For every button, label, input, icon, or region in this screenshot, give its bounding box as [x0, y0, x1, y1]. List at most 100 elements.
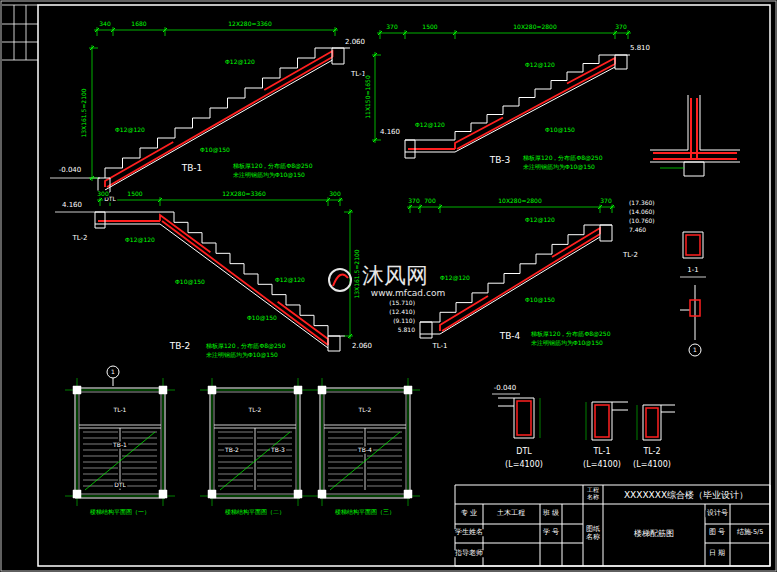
- well-line: [255, 428, 256, 490]
- dimension-tick: [453, 31, 457, 35]
- title-cell: 日 期: [708, 550, 726, 557]
- tread-line: [257, 438, 292, 439]
- dimension: 1500: [126, 191, 143, 198]
- level-mark: 4.160: [61, 201, 83, 209]
- dimension: 300: [328, 191, 341, 198]
- member-tag: TL-2: [248, 407, 263, 414]
- title-cell: 图纸名称: [585, 526, 601, 541]
- tread-line: [122, 432, 157, 433]
- stair-well: [320, 388, 410, 498]
- landing-slab: [332, 48, 350, 49]
- tread-line: [257, 432, 292, 433]
- section-cut: [113, 378, 114, 386]
- tread-line: [328, 462, 363, 463]
- dimension-tick: [438, 205, 442, 209]
- member-tag: TL-2: [71, 234, 88, 242]
- stair-well: [324, 392, 406, 494]
- dimension: 370: [385, 24, 398, 31]
- tread-line: [83, 432, 118, 433]
- rebar-note: Φ10@150: [199, 147, 231, 154]
- tread-line: [257, 444, 292, 445]
- member-tag: TB-1: [181, 163, 204, 173]
- column: [294, 490, 302, 498]
- tread-line: [83, 450, 118, 451]
- level-mark: (14.060): [628, 209, 656, 216]
- dimension: 370: [407, 198, 420, 205]
- level-mark: (17.360): [628, 200, 656, 207]
- rebar-note: Φ12@120: [114, 127, 146, 134]
- level-mark: -0.040: [493, 384, 518, 392]
- level-mark: (9.110): [392, 318, 416, 325]
- landing-beam: [405, 140, 415, 158]
- top-rebar: [567, 58, 615, 84]
- axis-line: [212, 378, 213, 506]
- dimension: 12X280=3360: [227, 21, 273, 28]
- level-mark: 2.060: [351, 342, 373, 350]
- tread-line: [328, 474, 363, 475]
- axis-line: [322, 378, 323, 506]
- beam-line: [214, 425, 296, 426]
- stair-slab: [440, 237, 600, 334]
- bottom-rebar: [457, 64, 615, 149]
- slab-line: [498, 406, 514, 407]
- dimension-tick: [418, 205, 422, 209]
- dimension-tick: [598, 205, 602, 209]
- stirrup: [646, 408, 658, 437]
- rebar-note: Φ12@120: [224, 59, 256, 66]
- rebar-detail: [690, 300, 700, 316]
- dimension-line: [94, 30, 338, 31]
- section-mark: 1: [110, 369, 116, 376]
- column: [73, 490, 81, 498]
- landing-beam: [615, 55, 627, 69]
- tread-line: [328, 468, 363, 469]
- dimension-tick: [90, 176, 94, 180]
- dimension-line: [637, 405, 638, 440]
- member-tag: TL-1: [431, 342, 448, 350]
- tread-line: [122, 450, 157, 451]
- top-rebar: [440, 296, 488, 331]
- level-mark: (12.410): [388, 309, 416, 316]
- top-rebar: [552, 228, 600, 257]
- tread-line: [257, 474, 292, 475]
- dimension: 13X161.5=2100: [354, 248, 361, 299]
- slab-line: [680, 310, 690, 311]
- landing-beam: [600, 225, 612, 241]
- section-circle: [107, 366, 119, 378]
- tread-line: [218, 432, 253, 433]
- axis-line: [298, 378, 299, 506]
- dimension-tick: [613, 31, 617, 35]
- title-cell: 工程名称: [586, 487, 600, 500]
- extension-line: [372, 55, 381, 56]
- watermark: 沐风网: [361, 263, 429, 288]
- column-section: [683, 232, 703, 258]
- wall-line: [695, 285, 696, 340]
- landing-beam: [328, 336, 340, 351]
- dimension: 370: [614, 24, 627, 31]
- extension-line: [89, 178, 98, 179]
- stair-profile: [160, 212, 328, 336]
- dimension-tick: [378, 31, 382, 35]
- note: 未注明钢筋均为Φ10@150: [522, 164, 596, 171]
- member-tag: TB-3: [489, 155, 512, 165]
- stirrup: [595, 405, 609, 437]
- rebar-note: Φ12@120: [414, 122, 446, 129]
- dimension: 13X161.5=2100: [81, 87, 88, 138]
- title-cell: 楼梯配筋图: [633, 529, 675, 538]
- title-cell: 结施-5/5: [736, 529, 765, 536]
- dimension: 12X280=3360: [221, 191, 267, 198]
- extension-line: [97, 27, 98, 36]
- dimension-tick: [338, 198, 342, 202]
- tread-line: [328, 456, 363, 457]
- extension-line: [628, 30, 629, 39]
- axis-line: [77, 378, 78, 506]
- beam-section: [592, 402, 612, 440]
- note: 未注明钢筋均为Φ10@150: [205, 352, 279, 359]
- member-tag: TB-1: [112, 442, 128, 449]
- title-cell: XXXXXXX综合楼（毕业设计）: [623, 490, 749, 500]
- landing-slab: [328, 336, 345, 337]
- slab-line: [661, 412, 675, 413]
- bottom-rebar: [162, 221, 328, 345]
- note: 未注明钢筋均为Φ10@150: [530, 340, 604, 347]
